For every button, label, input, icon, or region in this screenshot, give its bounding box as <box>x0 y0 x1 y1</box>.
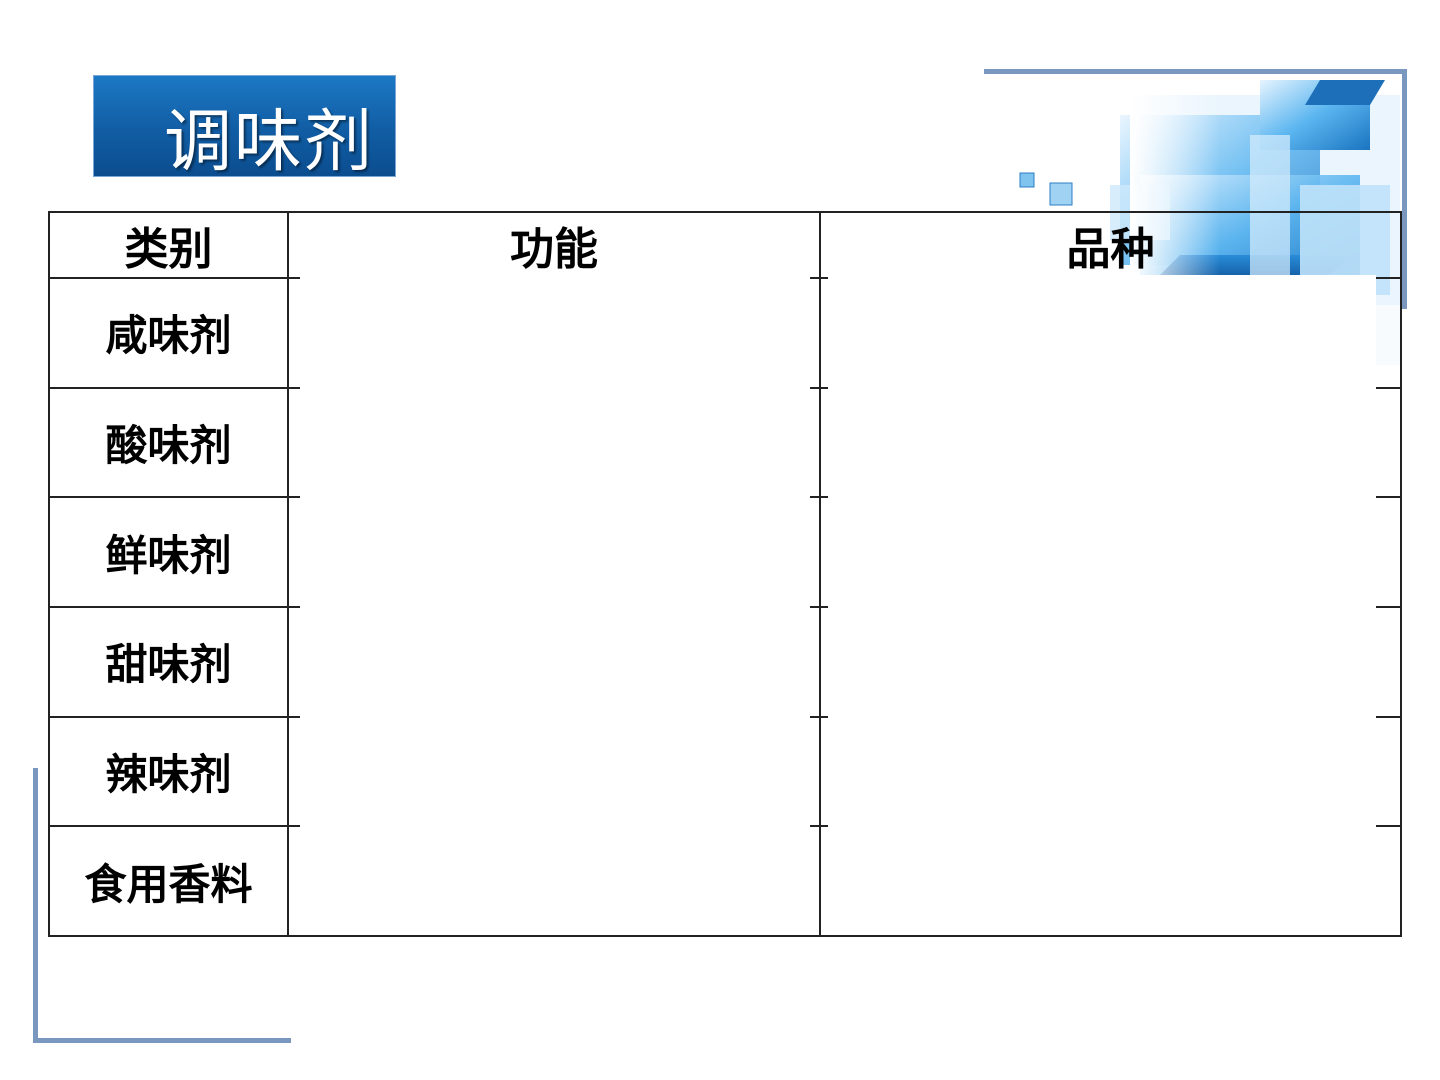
header-variety: 品种 <box>819 211 1402 279</box>
content-mask-function <box>300 275 810 830</box>
title-banner: 调味剂 <box>93 75 396 182</box>
cell-category: 甜味剂 <box>48 605 289 718</box>
header-function: 功能 <box>287 211 821 279</box>
page-title: 调味剂 <box>164 103 375 182</box>
frame-bottom-left-horizontal <box>33 1038 291 1043</box>
table-header-row: 类别 功能 品种 <box>48 211 1402 279</box>
cell-category: 鲜味剂 <box>48 496 289 608</box>
frame-top-right-vertical <box>1402 69 1407 309</box>
decorative-cubes-graphic <box>1019 80 1400 375</box>
cell-category: 食用香料 <box>48 825 289 937</box>
content-mask-variety <box>828 275 1376 830</box>
frame-bottom-left-vertical <box>33 768 38 1043</box>
cell-category: 辣味剂 <box>48 715 289 828</box>
header-category: 类别 <box>48 211 289 279</box>
frame-top-right-horizontal <box>984 69 1406 74</box>
table-row: 食用香料 <box>48 825 1402 937</box>
cell-category: 酸味剂 <box>48 386 289 499</box>
cell-function <box>287 825 821 937</box>
cell-variety <box>819 825 1402 937</box>
cell-category: 咸味剂 <box>48 277 289 389</box>
